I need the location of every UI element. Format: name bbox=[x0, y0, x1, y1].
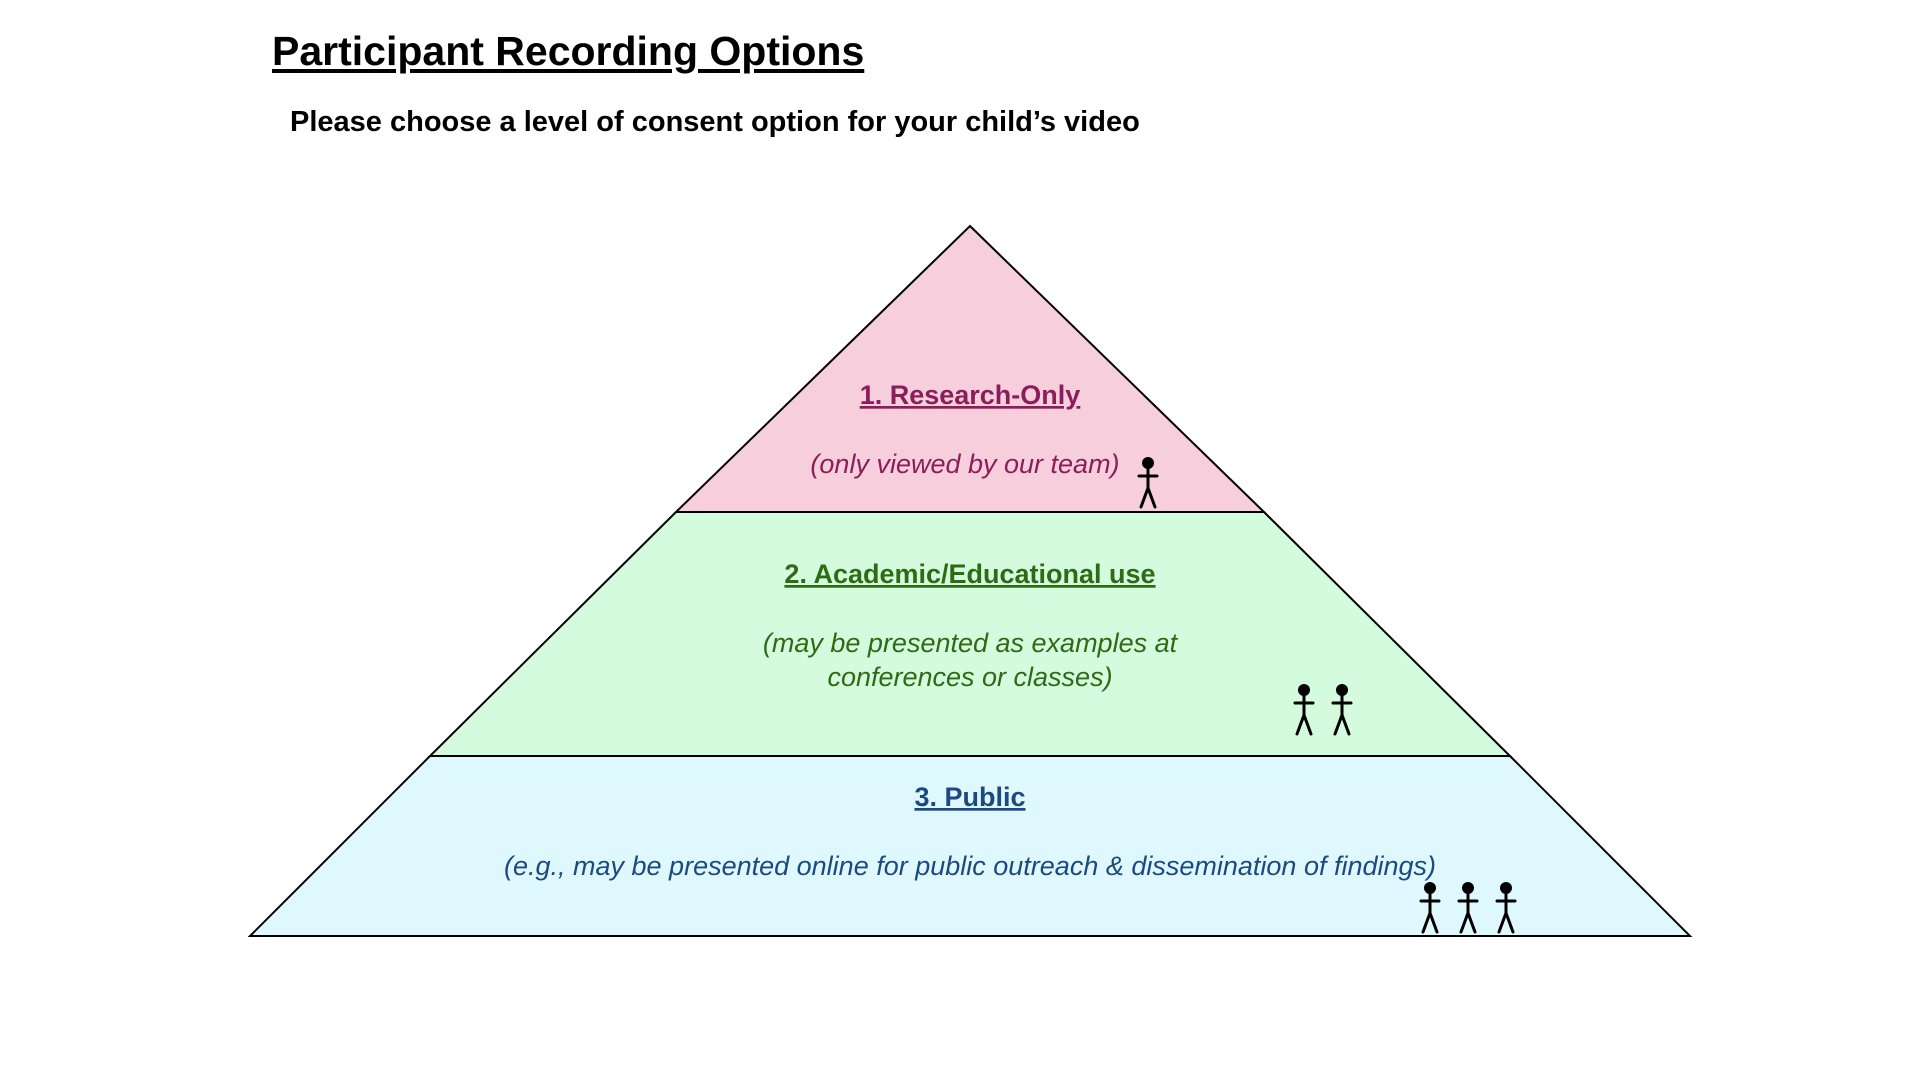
person-icon bbox=[1419, 882, 1441, 934]
tier-public-people bbox=[1419, 882, 1517, 934]
tier-public: 3. Public (e.g., may be presented online… bbox=[247, 755, 1693, 937]
person-icon bbox=[1293, 684, 1315, 736]
page-title: Participant Recording Options bbox=[272, 28, 865, 74]
person-icon bbox=[1331, 684, 1353, 736]
tier-public-title: 3. Public bbox=[914, 782, 1025, 812]
person-icon bbox=[1495, 882, 1517, 934]
tier-research-only: 1. Research-Only (only viewed by our tea… bbox=[673, 224, 1267, 513]
page-subtitle: Please choose a level of consent option … bbox=[290, 106, 1140, 138]
tier-academic: 2. Academic/Educational use (may be pres… bbox=[427, 511, 1513, 757]
person-icon bbox=[1457, 882, 1479, 934]
tier-research-only-description: (only viewed by our team) bbox=[810, 449, 1119, 479]
tier-research-only-people bbox=[1137, 457, 1159, 509]
tier-academic-title: 2. Academic/Educational use bbox=[784, 559, 1155, 589]
tier-academic-description-line-1: (may be presented as examples at bbox=[763, 628, 1179, 658]
tier-public-description: (e.g., may be presented online for publi… bbox=[504, 851, 1436, 881]
person-icon bbox=[1137, 457, 1159, 509]
tier-academic-people bbox=[1293, 684, 1353, 736]
tier-research-only-title: 1. Research-Only bbox=[860, 380, 1081, 410]
tier-research-only-shape bbox=[673, 224, 1267, 513]
tier-academic-description-line-2: conferences or classes) bbox=[827, 662, 1112, 692]
